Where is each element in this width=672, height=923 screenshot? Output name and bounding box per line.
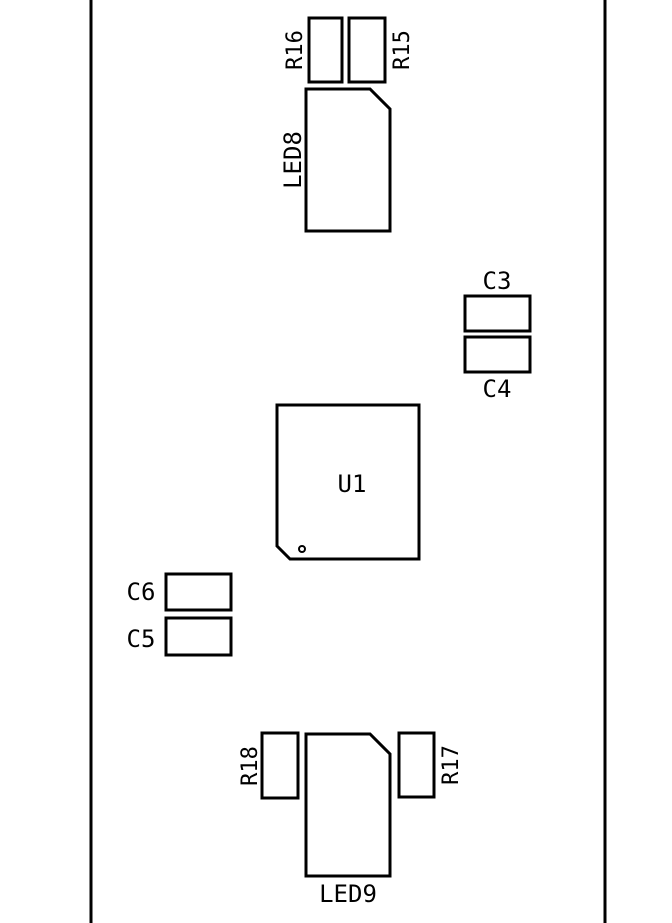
c3-label: C3 [483,267,512,295]
c4-label: C4 [483,375,512,403]
c6-footprint [164,572,233,612]
r17-footprint [397,731,436,799]
led9-label: LED9 [319,880,377,908]
r18-footprint [260,731,300,800]
r18-label: R18 [238,746,263,786]
r15-footprint [347,16,387,84]
led8-label: LED8 [279,131,307,189]
c6-label: C6 [127,578,156,606]
led9-footprint [304,732,392,878]
r15-label: R15 [390,30,415,70]
c5-footprint [164,616,233,657]
c4-footprint [463,335,532,374]
r16-label: R16 [283,30,308,70]
u1-label: U1 [338,470,367,498]
c5-label: C5 [127,625,156,653]
c3-footprint [463,294,532,333]
led8-footprint [304,87,392,233]
u1-pin1-marker [298,545,306,553]
u1-footprint [275,403,421,561]
r17-label: R17 [439,745,464,785]
r16-footprint [307,16,344,84]
